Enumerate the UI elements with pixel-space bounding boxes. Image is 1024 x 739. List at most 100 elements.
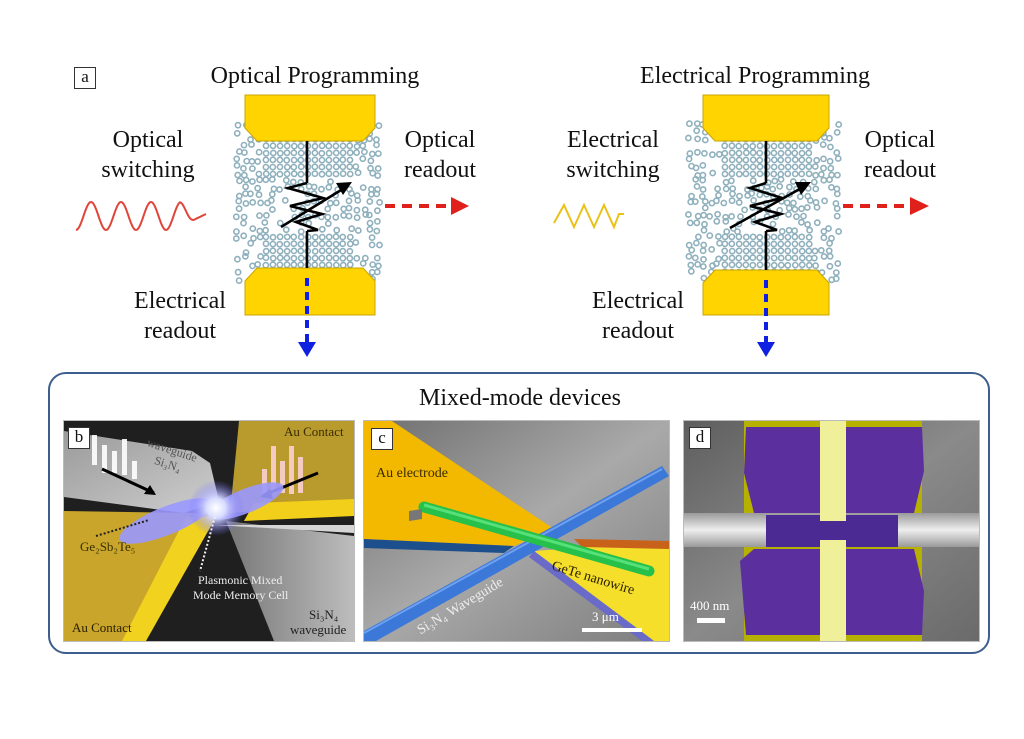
material-particle — [798, 163, 806, 171]
material-particle — [276, 240, 284, 248]
material-particle — [268, 190, 276, 198]
material-particle — [326, 199, 334, 207]
panel-d-image: 400 nm d — [683, 420, 980, 642]
material-particle — [820, 164, 827, 172]
material-particle — [833, 212, 841, 220]
material-particle — [276, 247, 284, 255]
material-particle — [368, 234, 376, 241]
material-particle — [311, 261, 319, 269]
material-particle — [700, 226, 708, 234]
scale-label-d: 400 nm — [690, 598, 730, 613]
material-particle — [700, 274, 708, 282]
material-particle — [699, 176, 707, 184]
material-particle — [366, 219, 374, 227]
material-particle — [699, 247, 707, 255]
material-particle — [248, 165, 256, 172]
material-particle — [687, 261, 695, 269]
material-particle — [833, 149, 841, 157]
material-particle — [241, 252, 249, 260]
material-particle — [825, 225, 832, 232]
material-particle — [246, 190, 254, 198]
material-particle — [721, 142, 729, 150]
top-electrode-right — [702, 94, 830, 142]
optical-readout-label-right: Optical readout — [845, 125, 955, 185]
material-particle — [346, 247, 354, 255]
material-particle — [721, 233, 729, 241]
material-particle — [734, 228, 741, 235]
material-particle — [325, 156, 333, 164]
material-particle — [749, 170, 757, 178]
material-particle — [339, 254, 347, 262]
material-particle — [297, 240, 305, 248]
material-particle — [232, 228, 240, 235]
material-particle — [254, 158, 262, 165]
material-particle — [749, 261, 757, 269]
material-particle — [346, 156, 354, 164]
material-particle — [777, 247, 785, 255]
material-particle — [276, 142, 284, 150]
material-particle — [346, 233, 354, 241]
material-particle — [713, 217, 721, 225]
material-particle — [699, 161, 707, 169]
material-particle — [693, 182, 701, 190]
material-particle — [276, 149, 284, 157]
material-particle — [366, 198, 374, 205]
material-particle — [692, 175, 700, 183]
material-particle — [332, 254, 340, 262]
material-particle — [276, 186, 283, 193]
material-particle — [240, 219, 247, 227]
material-particle — [798, 261, 806, 269]
material-particle — [283, 233, 291, 241]
material-particle — [735, 254, 743, 262]
material-particle — [699, 186, 707, 193]
material-particle — [756, 247, 764, 255]
material-particle — [346, 170, 354, 178]
material-particle — [239, 164, 247, 172]
material-particle — [373, 190, 381, 198]
optical-signal-wave-icon — [75, 200, 207, 232]
material-particle — [728, 142, 736, 150]
material-particle — [825, 247, 833, 255]
material-particle — [777, 156, 785, 164]
material-particle — [777, 149, 785, 157]
material-particle — [290, 142, 298, 150]
material-particle — [785, 226, 793, 234]
material-particle — [262, 240, 270, 248]
material-particle — [297, 142, 305, 150]
optical-readout-arrowhead-left — [451, 197, 469, 215]
material-particle — [698, 193, 706, 200]
material-particle — [297, 163, 305, 171]
material-particle — [283, 170, 291, 178]
material-particle — [721, 240, 729, 248]
material-particle — [339, 247, 347, 255]
material-particle — [346, 254, 354, 262]
material-particle — [737, 213, 744, 220]
material-particle — [784, 233, 792, 241]
material-particle — [250, 234, 257, 242]
memory-cell-label-line1: Plasmonic Mixed — [198, 573, 283, 587]
material-particle — [820, 234, 828, 242]
material-particle — [791, 240, 799, 248]
material-particle — [826, 252, 834, 260]
material-particle — [798, 240, 806, 248]
material-particle — [750, 196, 757, 204]
material-particle — [282, 226, 290, 234]
material-particle — [828, 183, 835, 191]
material-particle — [332, 199, 340, 207]
material-particle — [339, 149, 347, 157]
electrical-readout-right-line1: Electrical — [592, 288, 684, 314]
material-particle — [269, 142, 277, 150]
material-particle — [311, 233, 319, 241]
material-particle — [827, 164, 835, 172]
material-particle — [352, 239, 360, 246]
material-particle — [721, 163, 729, 171]
material-particle — [688, 246, 696, 254]
material-particle — [786, 183, 793, 191]
material-particle — [340, 211, 347, 219]
material-particle — [235, 277, 243, 284]
material-particle — [735, 170, 743, 178]
material-particle — [777, 163, 785, 171]
material-particle — [332, 233, 340, 241]
material-particle — [346, 261, 354, 269]
electrical-readout-label-right: Electrical readout — [578, 286, 698, 346]
